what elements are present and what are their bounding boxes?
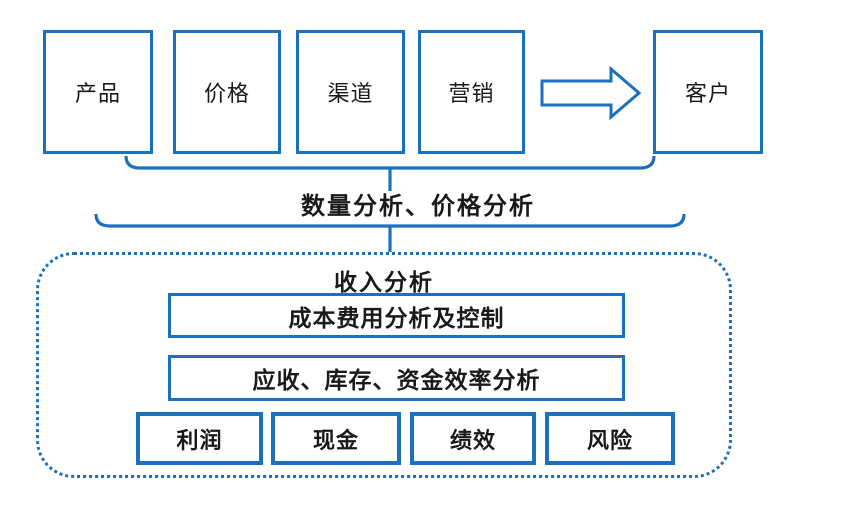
- box-price-label: 价格: [203, 81, 250, 106]
- result-box-performance-label: 绩效: [449, 427, 496, 453]
- revenue-analysis-panel: 收入分析 成本费用分析及控制 应收、库存、资金效率分析 利润 现金 绩效 风险: [36, 252, 732, 478]
- result-box-performance: 绩效: [410, 412, 536, 465]
- box-product: 产品: [43, 30, 153, 154]
- box-channel-label: 渠道: [327, 81, 374, 106]
- panel-title: 收入分析: [334, 270, 434, 295]
- box-marketing-label: 营销: [448, 81, 495, 106]
- result-box-profit-label: 利润: [176, 427, 223, 453]
- efficiency-analysis-bar: 应收、库存、资金效率分析: [168, 355, 625, 401]
- cost-analysis-bar: 成本费用分析及控制: [168, 293, 625, 338]
- underbrace-top-icon: [124, 155, 656, 191]
- result-box-risk-label: 风险: [586, 427, 633, 453]
- box-product-label: 产品: [74, 81, 121, 106]
- result-box-risk: 风险: [545, 412, 675, 465]
- cost-analysis-bar-label: 成本费用分析及控制: [288, 305, 505, 331]
- result-box-cash: 现金: [271, 412, 401, 465]
- underbrace-bottom-icon: [94, 213, 686, 253]
- box-customer: 客户: [653, 30, 763, 154]
- result-box-cash-label: 现金: [312, 427, 359, 453]
- box-price: 价格: [173, 30, 281, 154]
- box-channel: 渠道: [296, 30, 405, 154]
- efficiency-analysis-bar-label: 应收、库存、资金效率分析: [252, 368, 541, 393]
- arrow-right-icon: [540, 66, 642, 120]
- box-marketing: 营销: [418, 30, 525, 154]
- brace-label: 数量分析、价格分析: [301, 194, 535, 220]
- result-box-profit: 利润: [136, 412, 263, 465]
- box-customer-label: 客户: [684, 81, 731, 106]
